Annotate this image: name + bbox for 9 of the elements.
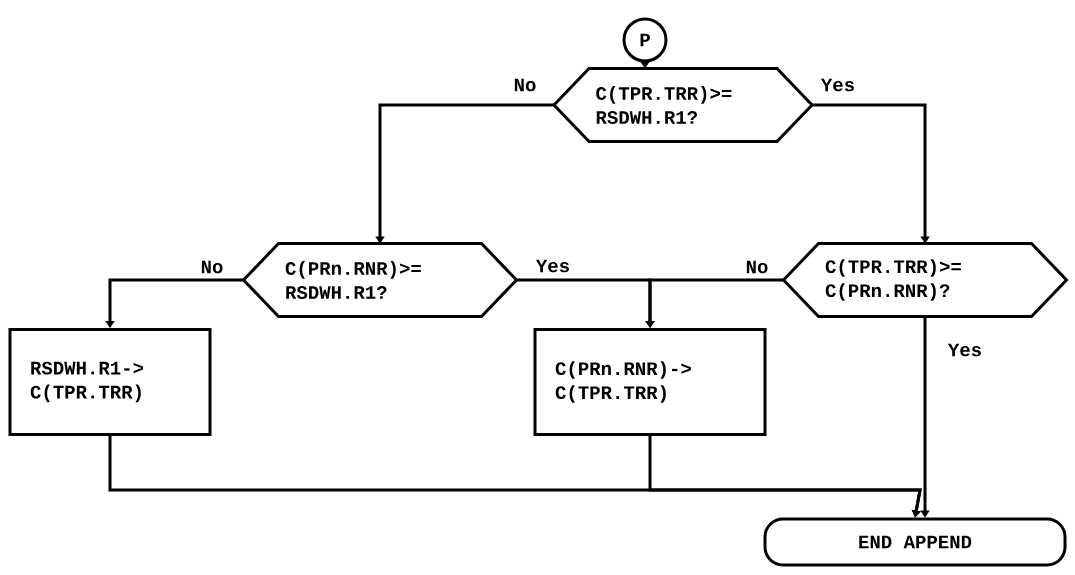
edge-label: No — [746, 260, 768, 274]
terminal-box: END APPEND — [763, 517, 1067, 567]
edge-label: No — [201, 260, 223, 274]
edge-label: Yes — [535, 259, 569, 273]
process-box: RSDWH.R1-> C(TPR.TRR) — [8, 328, 212, 436]
edge-label: No — [514, 78, 536, 92]
edge-label: Yes — [820, 78, 854, 92]
process-box: C(PRn.RNR)-> C(TPR.TRR) — [533, 328, 767, 436]
edge-label: Yes — [947, 343, 981, 357]
